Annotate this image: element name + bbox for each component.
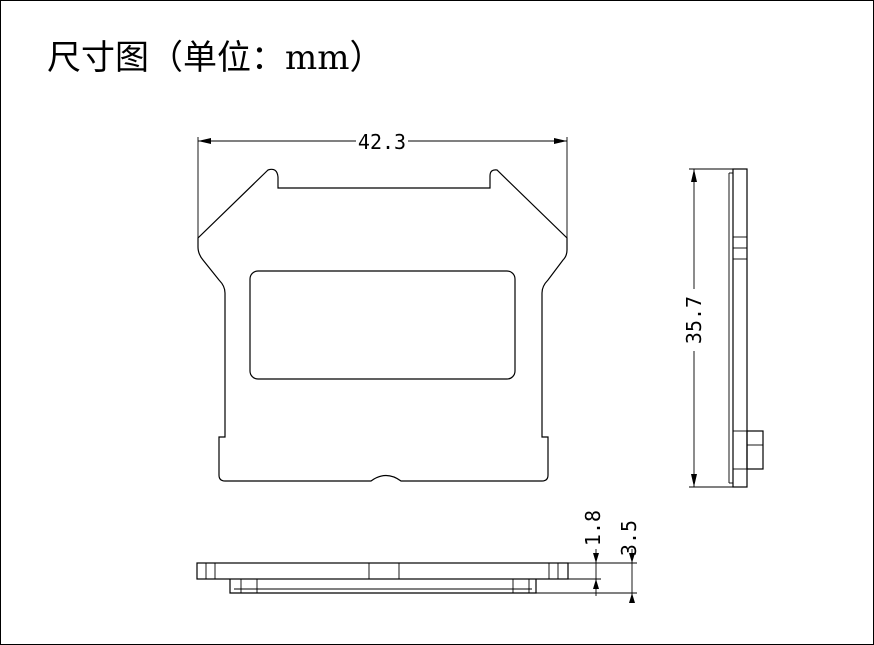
height-label-bg	[683, 289, 705, 351]
front-view: 42.3	[197, 129, 568, 482]
side-view-body	[732, 168, 748, 488]
width-arrow-left	[198, 138, 211, 144]
bottom-view: 1.8 3.5	[196, 510, 641, 603]
thickness-total-label: 3.5	[617, 520, 641, 556]
height-dim-label: 35.7	[682, 296, 706, 344]
width-dim-label: 42.3	[358, 130, 406, 154]
drawing-title: 尺寸图（单位：mm）	[47, 38, 384, 78]
bottom-view-plate	[196, 562, 569, 580]
side-view: 35.7	[682, 168, 764, 488]
front-view-window	[249, 270, 516, 380]
height-arrow-top	[691, 169, 697, 182]
width-arrow-right	[554, 138, 567, 144]
thickness-total-arrow-bottom	[629, 593, 635, 603]
bottom-view-base	[229, 579, 537, 594]
thickness-small-label: 1.8	[581, 510, 605, 546]
thickness-small-arrow-bottom	[593, 579, 599, 589]
side-view-connector	[746, 430, 764, 470]
width-label-bg	[356, 129, 408, 149]
height-arrow-bottom	[691, 474, 697, 487]
thickness-total-arrow-top	[629, 553, 635, 563]
thickness-small-arrow-top	[593, 553, 599, 563]
front-view-outline	[197, 168, 568, 482]
